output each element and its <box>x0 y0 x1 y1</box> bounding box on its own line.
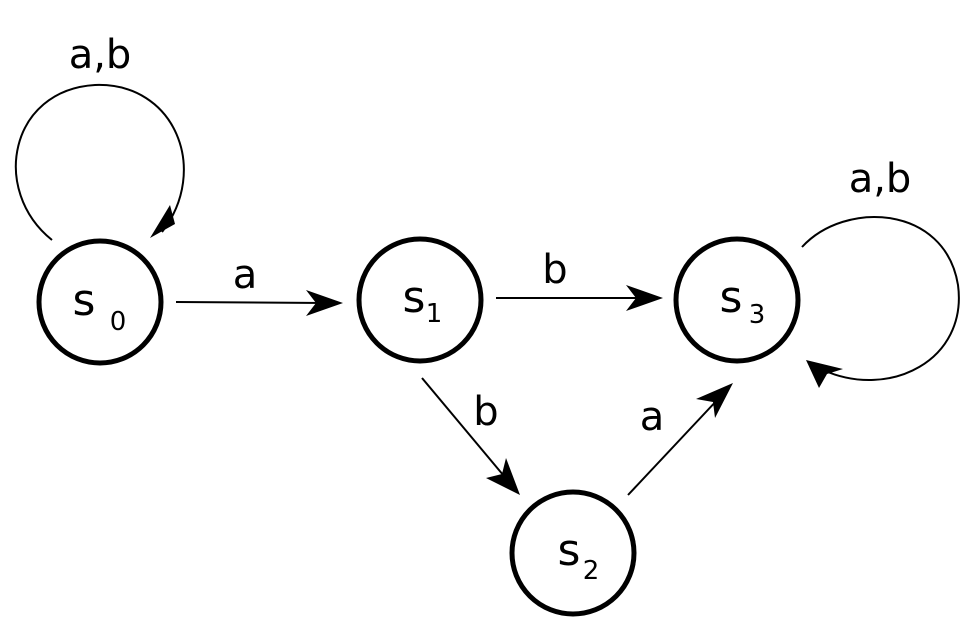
state-s3: s 3 <box>673 236 801 364</box>
transition-s2-s3: a <box>627 383 733 496</box>
arrowhead-s3-s3 <box>806 360 843 388</box>
state-subscript-s2: 2 <box>583 556 600 586</box>
transition-s0-s0: a,b <box>14 32 185 241</box>
transition-s0-s1: a <box>175 252 343 316</box>
transition-s1-s3: b <box>496 247 663 311</box>
state-subscript-s1: 1 <box>426 299 443 329</box>
state-subscript-s0: 0 <box>110 307 127 337</box>
edge-label-s1-s3: b <box>542 247 567 293</box>
edge-line-s3-s3 <box>801 216 960 381</box>
state-s1: s 1 <box>356 236 484 364</box>
edge-line-s1-s2 <box>421 377 510 483</box>
state-name-s2: s <box>558 525 581 576</box>
edge-label-s3-s3: a,b <box>849 156 912 202</box>
arrowhead-s1-s3 <box>626 285 663 311</box>
edge-label-s0-s1: a <box>233 252 258 298</box>
arrowhead-s1-s2 <box>486 458 520 495</box>
state-subscript-s3: 3 <box>749 300 766 330</box>
edge-label-s0-s0: a,b <box>69 32 132 78</box>
state-s0: s 0 <box>36 238 164 366</box>
state-circle-s2 <box>509 489 637 617</box>
state-circle-s3 <box>673 236 801 364</box>
states: s 0 s 1 s 2 s 3 <box>36 236 801 617</box>
state-name-s3: s <box>720 272 743 323</box>
edge-line-s0-s0 <box>14 83 185 241</box>
state-name-s1: s <box>403 272 426 323</box>
transitions: a,b a b b a a,b <box>14 32 960 496</box>
arrowhead-s0-s0 <box>150 205 175 238</box>
state-circle-s0 <box>36 238 164 366</box>
edge-label-s1-s2: b <box>473 389 498 435</box>
state-name-s0: s <box>73 275 96 326</box>
edge-label-s2-s3: a <box>640 394 665 440</box>
arrowhead-s2-s3 <box>696 383 733 418</box>
edge-line-s0-s1 <box>175 301 326 304</box>
transition-s1-s2: b <box>421 377 520 495</box>
arrowhead-s0-s1 <box>306 290 343 316</box>
state-circle-s1 <box>356 236 484 364</box>
edge-line-s2-s3 <box>627 396 721 496</box>
state-s2: s 2 <box>509 489 637 617</box>
transition-s3-s3: a,b <box>801 156 960 388</box>
